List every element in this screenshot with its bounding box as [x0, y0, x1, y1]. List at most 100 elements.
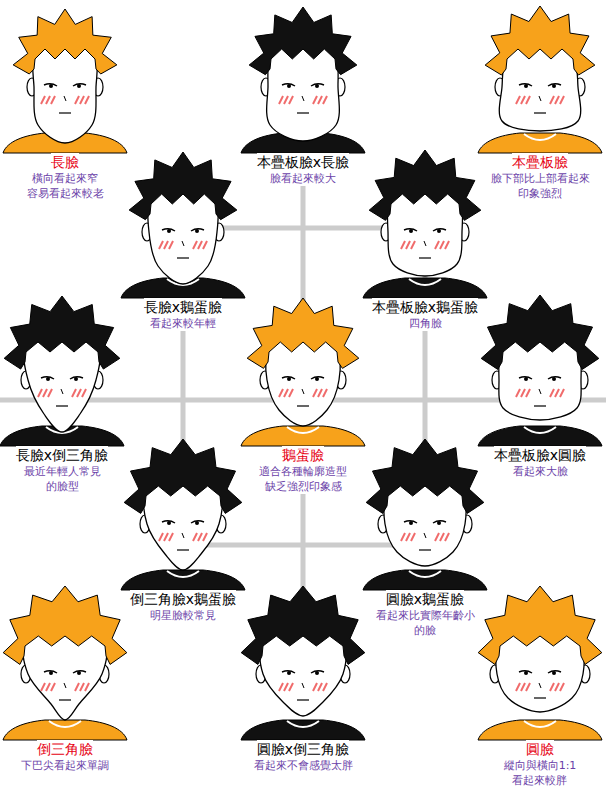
- hair: [13, 9, 117, 74]
- pupil: [315, 84, 319, 88]
- blush: [560, 389, 564, 397]
- face-figure: [363, 439, 487, 590]
- blush: [80, 683, 84, 691]
- pupil: [49, 671, 53, 675]
- mouth: [56, 405, 68, 406]
- nose: [182, 241, 184, 246]
- pupil: [49, 84, 53, 88]
- shirt: [478, 133, 602, 153]
- shirt: [363, 570, 487, 590]
- face-type-note: 看起來比實際年齡小 的臉: [376, 608, 475, 638]
- blush: [550, 389, 554, 397]
- hair: [485, 6, 595, 75]
- hair: [241, 586, 365, 664]
- blush: [313, 389, 317, 397]
- blush: [48, 389, 52, 397]
- blush: [38, 389, 42, 397]
- blush: [284, 96, 288, 104]
- blush: [401, 241, 405, 249]
- pupil: [195, 521, 199, 525]
- blush: [289, 96, 293, 104]
- mouth: [297, 699, 309, 700]
- blush: [560, 683, 564, 691]
- blush: [550, 683, 554, 691]
- face-illustration: [233, 5, 373, 153]
- mouth: [419, 549, 431, 550]
- blush: [279, 683, 283, 691]
- face-illustration: [0, 5, 135, 153]
- pupil: [524, 377, 528, 381]
- face-type-name: 長臉: [51, 153, 79, 171]
- blush: [43, 389, 47, 397]
- face-illustration: [0, 298, 132, 446]
- blush: [411, 241, 415, 249]
- collar: [49, 721, 81, 727]
- nose: [539, 389, 541, 394]
- blush: [284, 389, 288, 397]
- hair: [249, 7, 357, 75]
- blush: [560, 96, 564, 104]
- face-type-name: 鵝蛋臉: [282, 446, 324, 464]
- face-figure: [478, 586, 602, 740]
- collar: [287, 721, 319, 727]
- blush: [435, 241, 439, 249]
- blush: [169, 241, 173, 249]
- blush: [82, 389, 86, 397]
- face-type-note: 縱向與橫向1:1 看起來較胖: [504, 758, 577, 788]
- face-type-note: 臉看起來較大: [270, 171, 336, 186]
- collar: [524, 134, 556, 140]
- face-type-note: 四角臉: [409, 316, 442, 331]
- face-figure: [121, 439, 245, 590]
- face-card: 鵝蛋臉適合各種輪廓造型 缺乏強烈印象感: [248, 298, 358, 494]
- face-card: 本疊板臉x圓臉看起來大臉: [485, 298, 595, 479]
- blush: [555, 96, 559, 104]
- pupil: [287, 671, 291, 675]
- nose: [302, 96, 304, 101]
- grid-line: [183, 543, 425, 548]
- pupil: [409, 521, 413, 525]
- blush: [169, 533, 173, 541]
- hair: [478, 586, 602, 664]
- blush: [159, 241, 163, 249]
- collar: [524, 427, 556, 433]
- blush: [516, 96, 520, 104]
- blush: [51, 683, 55, 691]
- pupil: [409, 229, 413, 233]
- blush: [313, 683, 317, 691]
- face-type-name: 倒三角臉: [37, 740, 93, 758]
- blush: [318, 96, 322, 104]
- face-type-name: 圓臉: [526, 740, 554, 758]
- face-type-name: 本疊板臉: [512, 153, 568, 171]
- face-type-note: 看起來大臉: [513, 464, 568, 479]
- blush: [313, 96, 317, 104]
- collar: [409, 571, 441, 577]
- blush: [85, 96, 89, 104]
- blush: [435, 533, 439, 541]
- blush: [289, 389, 293, 397]
- blush: [323, 96, 327, 104]
- face-illustration: [233, 298, 373, 446]
- face-card: 長臉橫向看起來窄 容易看起來較老: [10, 5, 120, 201]
- blush: [284, 683, 288, 691]
- face-figure: [0, 296, 124, 446]
- shirt: [121, 570, 245, 590]
- pupil: [287, 84, 291, 88]
- shirt: [363, 278, 487, 298]
- face-type-note: 適合各種輪廓造型 缺乏強烈印象感: [259, 464, 347, 494]
- hair: [4, 296, 120, 369]
- hair: [124, 439, 242, 513]
- collar: [524, 721, 556, 727]
- blush: [41, 683, 45, 691]
- mouth: [297, 405, 309, 406]
- blush: [159, 533, 163, 541]
- blush: [516, 683, 520, 691]
- face-illustration: [355, 150, 495, 298]
- face-type-note: 明星臉較常見: [150, 608, 216, 623]
- hair: [247, 298, 359, 368]
- face-figure: [478, 295, 602, 446]
- face-type-note: 看起來較年輕: [150, 316, 216, 331]
- face-card: 圓臉縱向與橫向1:1 看起來較胖: [485, 592, 595, 788]
- face-figure: [241, 586, 365, 740]
- hair: [481, 295, 599, 369]
- hair: [129, 152, 237, 220]
